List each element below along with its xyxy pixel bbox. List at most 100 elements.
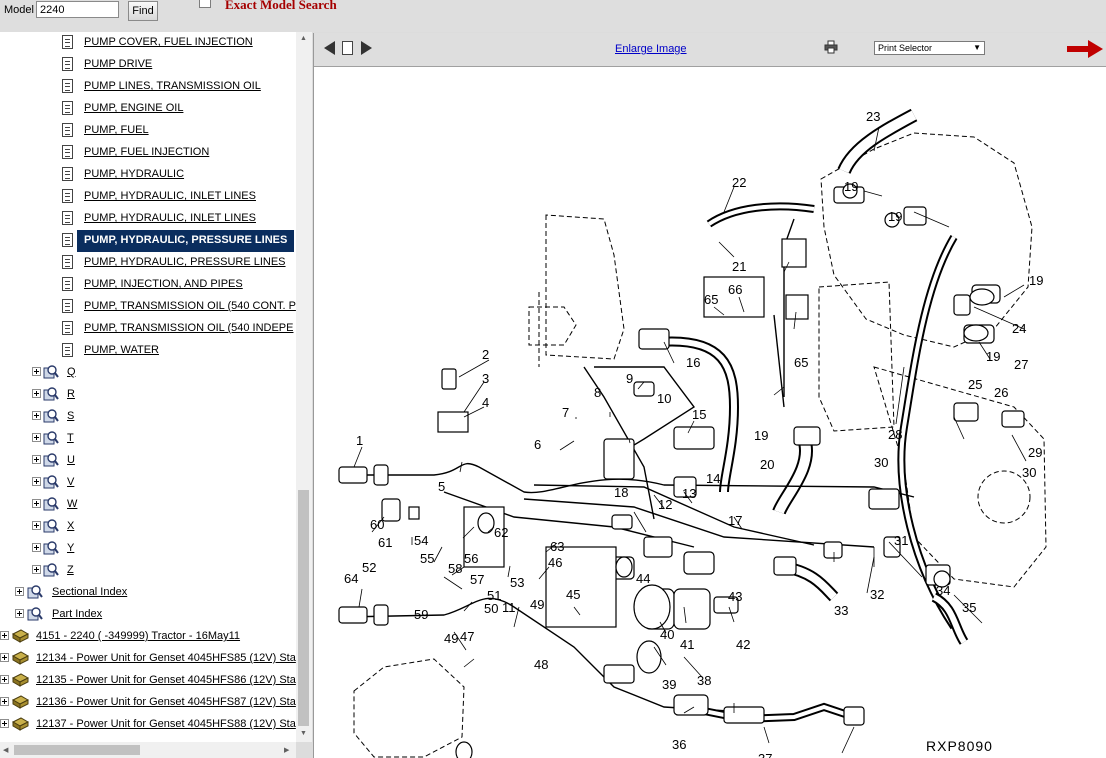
tree-letter-label[interactable]: X	[67, 520, 75, 532]
model-node-label[interactable]: 12134 - Power Unit for Genset 4045HFS85 …	[36, 652, 296, 664]
tree-item-label[interactable]: PUMP, FUEL INJECTION	[84, 146, 210, 158]
tree-item[interactable]: PUMP, HYDRAULIC, INLET LINES	[0, 208, 296, 230]
expand-icon[interactable]	[0, 653, 9, 662]
tree-item-label[interactable]: PUMP, WATER	[84, 344, 159, 356]
tree-item[interactable]: PUMP, TRANSMISSION OIL (540 INDEPE	[0, 318, 296, 340]
expand-icon[interactable]	[0, 697, 9, 706]
expand-icon[interactable]	[32, 389, 41, 398]
tree-letter-label[interactable]: S	[67, 410, 75, 422]
expand-icon[interactable]	[0, 675, 9, 684]
part-index-node[interactable]: Part Index	[0, 604, 296, 626]
expand-icon[interactable]	[32, 411, 41, 420]
next-arrow-icon[interactable]	[1066, 38, 1104, 60]
tree-item[interactable]: PUMP LINES, TRANSMISSION OIL	[0, 76, 296, 98]
expand-icon[interactable]	[32, 543, 41, 552]
scroll-up-icon[interactable]: ▲	[300, 35, 307, 42]
model-node[interactable]: 4151 - 2240 ( -349999) Tractor - 16May11	[0, 626, 296, 648]
tree-item[interactable]: PUMP, FUEL	[0, 120, 296, 142]
tree-item-label[interactable]: PUMP, HYDRAULIC, PRESSURE LINES	[84, 256, 286, 268]
tree-item[interactable]: PUMP, WATER	[0, 340, 296, 362]
expand-icon[interactable]	[0, 631, 9, 640]
tree-letter-node[interactable]: Q	[0, 362, 296, 384]
tree-letter-node[interactable]: R	[0, 384, 296, 406]
tree-letter-node[interactable]: Z	[0, 560, 296, 582]
tree-letter-node[interactable]: S	[0, 406, 296, 428]
model-node-label[interactable]: 12135 - Power Unit for Genset 4045HFS86 …	[36, 674, 296, 686]
tree-item-label[interactable]: PUMP, TRANSMISSION OIL (540 INDEPE	[84, 322, 294, 334]
sectional-index-node[interactable]: Sectional Index	[0, 582, 296, 604]
tree-letter-label[interactable]: U	[67, 454, 75, 466]
printer-icon[interactable]	[824, 40, 838, 54]
expand-icon[interactable]	[32, 433, 41, 442]
expand-icon[interactable]	[15, 609, 24, 618]
model-node-label[interactable]: 12137 - Power Unit for Genset 4045HFS88 …	[36, 718, 296, 730]
tree-item[interactable]: PUMP, TRANSMISSION OIL (540 CONT. P	[0, 296, 296, 318]
model-node-label[interactable]: 12136 - Power Unit for Genset 4045HFS87 …	[36, 696, 296, 708]
tree-letter-label[interactable]: V	[67, 476, 75, 488]
tree-item-label[interactable]: PUMP, TRANSMISSION OIL (540 CONT. P	[84, 300, 296, 312]
model-node-label[interactable]: 4151 - 2240 ( -349999) Tractor - 16May11	[36, 630, 241, 642]
tree-item-label[interactable]: PUMP, HYDRAULIC, INLET LINES	[84, 190, 256, 202]
part-index-node-label[interactable]: Part Index	[52, 608, 103, 620]
model-node[interactable]: 12135 - Power Unit for Genset 4045HFS86 …	[0, 670, 296, 692]
expand-icon[interactable]	[32, 521, 41, 530]
tree-item-label[interactable]: PUMP, HYDRAULIC, PRESSURE LINES	[84, 234, 288, 246]
tree-scroll-thumb[interactable]	[298, 490, 309, 726]
model-node[interactable]: 12137 - Power Unit for Genset 4045HFS88 …	[0, 714, 296, 736]
tree-horizontal-scrollbar[interactable]: ◀ ▶	[0, 742, 296, 758]
tree-letter-label[interactable]: W	[67, 498, 78, 510]
tree-item[interactable]: PUMP COVER, FUEL INJECTION	[0, 32, 296, 54]
tree-item[interactable]: PUMP DRIVE	[0, 54, 296, 76]
tree-item-label[interactable]: PUMP, HYDRAULIC, INLET LINES	[84, 212, 256, 224]
expand-icon[interactable]	[15, 587, 24, 596]
scroll-down-icon[interactable]: ▼	[300, 730, 307, 737]
tree-item[interactable]: PUMP, FUEL INJECTION	[0, 142, 296, 164]
tree-letter-label[interactable]: T	[67, 432, 74, 444]
tree-item[interactable]: PUMP, ENGINE OIL	[0, 98, 296, 120]
expand-icon[interactable]	[32, 367, 41, 376]
tree-item[interactable]: PUMP, INJECTION, AND PIPES	[0, 274, 296, 296]
tree-item[interactable]: PUMP, HYDRAULIC, PRESSURE LINES	[0, 230, 296, 252]
tree-letter-node[interactable]: V	[0, 472, 296, 494]
expand-icon[interactable]	[32, 477, 41, 486]
expand-icon[interactable]	[32, 499, 41, 508]
tree-letter-node[interactable]: Y	[0, 538, 296, 560]
tree-item-label[interactable]: PUMP DRIVE	[84, 58, 153, 70]
model-node[interactable]: 12136 - Power Unit for Genset 4045HFS87 …	[0, 692, 296, 714]
expand-icon[interactable]	[32, 455, 41, 464]
scroll-right-icon[interactable]: ▶	[284, 747, 290, 754]
enlarge-image-link[interactable]: Enlarge Image	[615, 43, 687, 55]
next-page-icon[interactable]	[361, 41, 372, 55]
previous-page-icon[interactable]	[324, 41, 335, 55]
tree-letter-label[interactable]: Z	[67, 564, 74, 576]
tree-item[interactable]: PUMP, HYDRAULIC	[0, 164, 296, 186]
expand-icon[interactable]	[0, 719, 9, 728]
tree-item-label[interactable]: PUMP LINES, TRANSMISSION OIL	[84, 80, 261, 92]
tree-letter-node[interactable]: U	[0, 450, 296, 472]
tree-letter-label[interactable]: R	[67, 388, 75, 400]
exact-model-search-checkbox[interactable]	[199, 0, 211, 8]
page-icon[interactable]	[342, 41, 353, 55]
scroll-left-icon[interactable]: ◀	[3, 747, 9, 754]
tree-item-label[interactable]: PUMP, FUEL	[84, 124, 149, 136]
find-button[interactable]: Find	[128, 1, 158, 21]
tree-letter-node[interactable]: W	[0, 494, 296, 516]
tree-letter-label[interactable]: Y	[67, 542, 75, 554]
model-search-input[interactable]	[36, 1, 119, 18]
tree-vertical-scrollbar[interactable]: ▲ ▼	[296, 32, 312, 742]
callout-label: 48	[534, 657, 548, 672]
tree-item[interactable]: PUMP, HYDRAULIC, INLET LINES	[0, 186, 296, 208]
tree-item-label[interactable]: PUMP COVER, FUEL INJECTION	[84, 36, 253, 48]
print-selector-dropdown[interactable]: Print Selector ▼	[874, 41, 985, 55]
tree-item-label[interactable]: PUMP, HYDRAULIC	[84, 168, 185, 180]
tree-letter-node[interactable]: T	[0, 428, 296, 450]
tree-hscroll-thumb[interactable]	[14, 745, 140, 755]
model-node[interactable]: 12134 - Power Unit for Genset 4045HFS85 …	[0, 648, 296, 670]
expand-icon[interactable]	[32, 565, 41, 574]
tree-item[interactable]: PUMP, HYDRAULIC, PRESSURE LINES	[0, 252, 296, 274]
tree-letter-node[interactable]: X	[0, 516, 296, 538]
tree-letter-label[interactable]: Q	[67, 366, 76, 378]
tree-item-label[interactable]: PUMP, INJECTION, AND PIPES	[84, 278, 243, 290]
tree-item-label[interactable]: PUMP, ENGINE OIL	[84, 102, 184, 114]
sectional-index-node-label[interactable]: Sectional Index	[52, 586, 128, 598]
